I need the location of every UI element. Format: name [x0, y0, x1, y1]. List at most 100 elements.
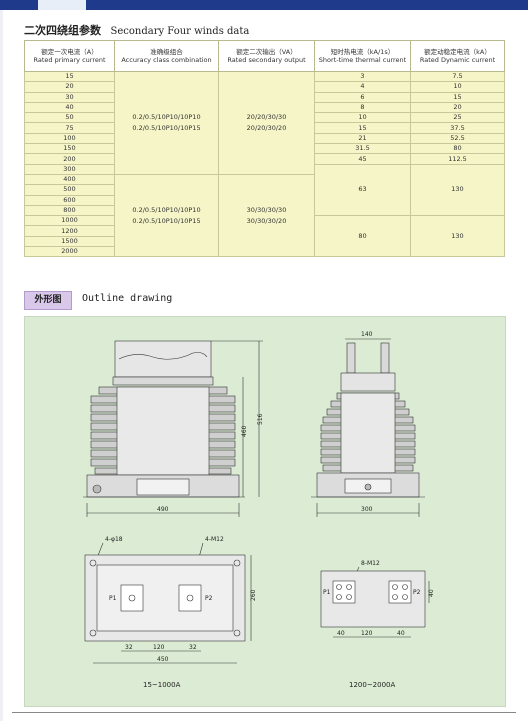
primary-current-cell: 30: [24, 91, 115, 103]
plan-view-2: 8-M12 P1 P2 40 40 120 40 1200~2000A: [320, 560, 435, 689]
plan-height-dim: 260: [250, 589, 257, 601]
front-head-mark: [118, 352, 208, 360]
dynamic-cell: 52.5: [410, 132, 505, 145]
plan-width-dim: 450: [157, 656, 169, 663]
thermal-cell: 3: [314, 70, 411, 83]
primary-current-cell: 15: [24, 70, 115, 83]
section-title: 二次四绕组参数 Secondary Four winds data: [24, 22, 249, 38]
front-terminal-box: [136, 478, 190, 496]
primary-current-cell: 75: [24, 122, 115, 134]
outline-label-zh: 外形图: [24, 291, 72, 310]
outline-drawing-panel: 490 460 516 140: [24, 316, 506, 707]
primary-current-cell: 1500: [24, 235, 115, 248]
primary-current-cell: 400: [24, 173, 115, 186]
side-view: 140 300: [311, 331, 425, 517]
terminal-p2-label-2: P2: [413, 589, 421, 596]
terminal-plate-p2: [178, 584, 202, 612]
table-row: 1000 80 130: [24, 215, 505, 258]
primary-current-cell: 800: [24, 204, 115, 217]
side-width-dim: 300: [361, 506, 373, 513]
dynamic-cell: 10: [410, 81, 505, 93]
outline-label-en: Outline drawing: [82, 293, 173, 304]
dynamic-cell: 25: [410, 112, 505, 124]
section-title-en: Secondary Four winds data: [110, 26, 250, 37]
side-terminal-right: [380, 342, 390, 374]
company-logo: [38, 0, 86, 10]
caption-1200-2000a: 1200~2000A: [349, 681, 395, 689]
thermal-cell: 15: [314, 122, 411, 134]
primary-current-cell: 150: [24, 143, 115, 155]
thermal-cell: 63: [314, 163, 411, 217]
table-row: 75 15 37.5: [24, 122, 505, 134]
primary-current-cell: 20: [24, 81, 115, 93]
outline-drawing: 490 460 516 140: [83, 331, 435, 689]
plan-dim-a: 32: [125, 644, 133, 651]
plan-dim-b: 120: [153, 644, 165, 651]
dynamic-cell: 15: [410, 91, 505, 103]
bolt-note-1: 4-M12: [205, 536, 224, 543]
page-bottom-rule: [12, 712, 516, 713]
thermal-cell: 45: [314, 153, 411, 165]
side-ground-bolt-icon: [364, 483, 372, 491]
dynamic-cell: 20: [410, 101, 505, 114]
hole-note: 4-φ18: [105, 536, 123, 543]
thermal-cell: 10: [314, 112, 411, 124]
terminal-p1-label: P1: [109, 595, 117, 602]
table-row: 2000: [24, 246, 505, 258]
front-collar: [112, 376, 214, 386]
plan2-dim-c: 40: [397, 630, 405, 637]
primary-current-cell: 600: [24, 194, 115, 206]
plan-view-1: 4-φ18 4-M12 P1 P2 260 32 120 32 450 15~1…: [84, 536, 257, 689]
section-title-zh: 二次四绕组参数: [24, 24, 101, 37]
thermal-cell: 21: [314, 132, 411, 145]
dynamic-cell: 37.5: [410, 122, 505, 134]
bolt-icon: [186, 594, 194, 602]
bolt-note-2: 8-M12: [361, 560, 380, 567]
terminal-plate-p2-2: [388, 580, 412, 604]
front-view: 490 460 516: [83, 340, 264, 517]
col-header: 额定二次输出（VA）Rated secondary output: [218, 40, 315, 72]
table-row: 300 63 130: [24, 163, 505, 217]
plan-dim-c: 32: [189, 644, 197, 651]
col-header: 额定一次电流（A）Rated primary current: [24, 40, 115, 72]
side-top-dim: 140: [361, 331, 373, 338]
ground-bolt-icon: [92, 484, 102, 494]
primary-current-cell: 40: [24, 101, 115, 114]
primary-current-cell: 1000: [24, 215, 115, 227]
side-body: [340, 392, 396, 474]
plan2-dim-b: 120: [361, 630, 373, 637]
primary-current-cell: 300: [24, 163, 115, 175]
thermal-cell: 80: [314, 215, 411, 258]
thermal-cell: 6: [314, 91, 411, 103]
dynamic-cell: 112.5: [410, 153, 505, 165]
primary-current-cell: 200: [24, 153, 115, 165]
dynamic-cell: 130: [410, 163, 505, 217]
primary-current-cell: 500: [24, 184, 115, 196]
top-banner: [0, 0, 528, 10]
front-height-dim-2: 516: [257, 413, 264, 425]
primary-current-cell: 100: [24, 132, 115, 145]
table-row: 200 45 112.5: [24, 153, 505, 165]
terminal-p1-label-2: P1: [323, 589, 331, 596]
terminal-p2-label: P2: [205, 595, 213, 602]
side-terminal-left: [346, 342, 356, 374]
dynamic-cell: 80: [410, 143, 505, 155]
thermal-cell: 4: [314, 81, 411, 93]
side-head: [340, 372, 396, 392]
front-height-dim-1: 460: [241, 425, 248, 437]
primary-current-cell: 1200: [24, 225, 115, 237]
thermal-cell: 31.5: [314, 143, 411, 155]
front-body: [116, 386, 210, 476]
thermal-cell: 8: [314, 101, 411, 114]
col-header: 短时热电流（kA/1s）Short-time thermal current: [314, 40, 411, 72]
col-header: 额定动稳定电流（kA）Rated Dynamic current: [410, 40, 505, 72]
terminal-plate-p1-2: [332, 580, 356, 604]
